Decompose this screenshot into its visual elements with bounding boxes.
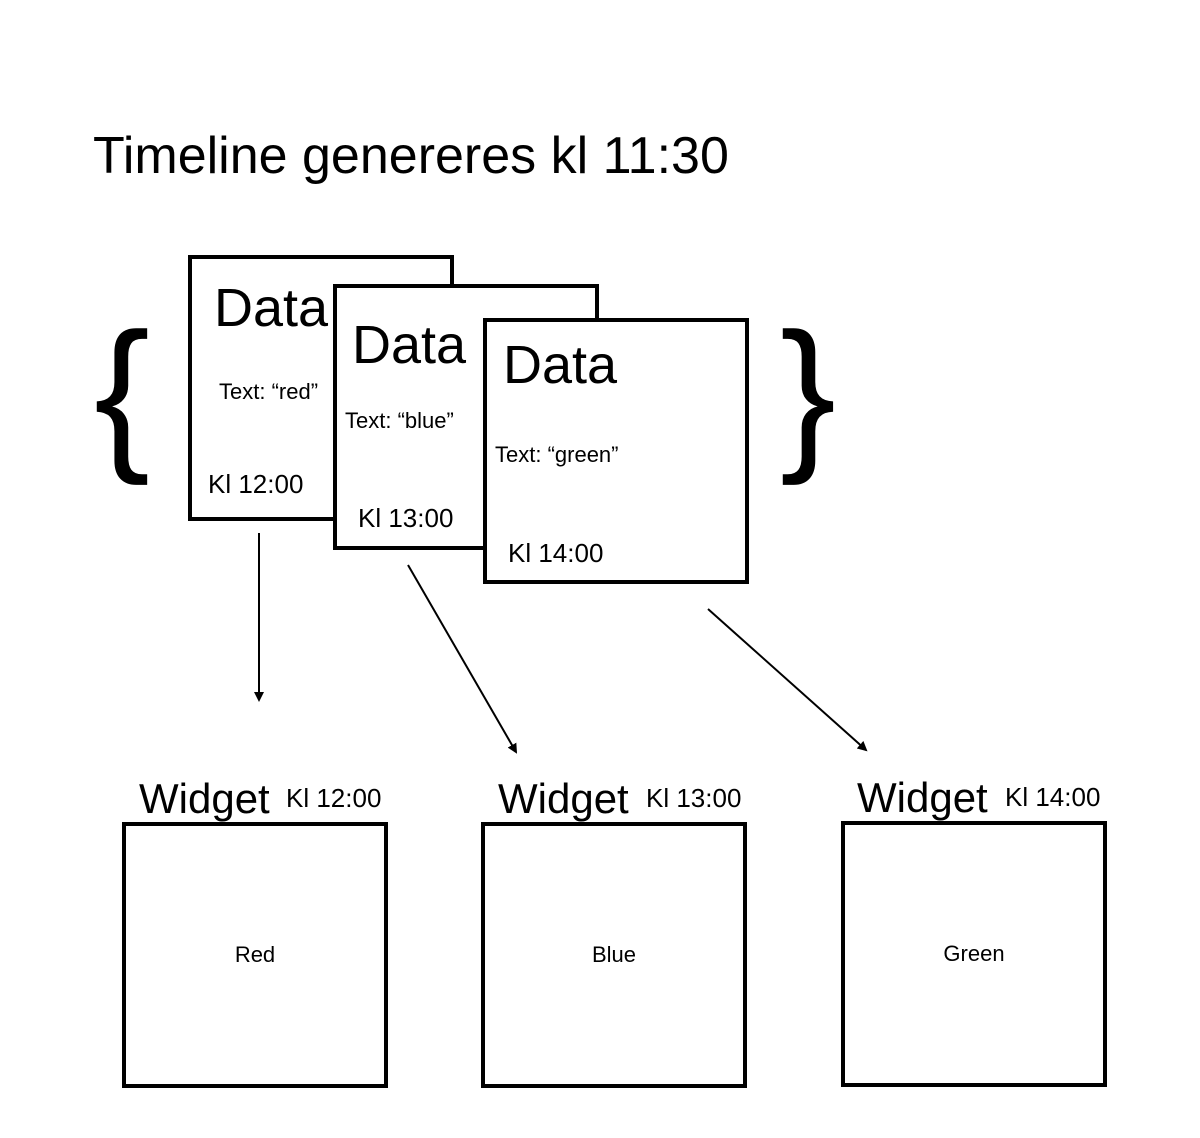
diagram-title: Timeline genereres kl 11:30 — [93, 127, 729, 185]
widget-time-2: Kl 13:00 — [646, 783, 742, 813]
open-brace: { — [94, 298, 151, 486]
widget-box-3: Green — [841, 821, 1107, 1087]
widget-time-1: Kl 12:00 — [286, 783, 382, 813]
data-card-heading: Data — [352, 315, 467, 375]
widget-label-1: Widget — [139, 775, 270, 822]
widget-content: Green — [943, 941, 1005, 966]
close-brace: } — [780, 298, 837, 486]
widget-content: Blue — [591, 942, 637, 967]
arrow-to-widget-2 — [407, 564, 518, 754]
data-card-text: Text: “red” — [219, 379, 319, 404]
data-card-heading: Data — [503, 335, 618, 395]
data-card-text: Text: “green” — [495, 442, 619, 467]
data-card-text: Text: “blue” — [345, 408, 454, 433]
arrow-to-widget-3 — [707, 608, 868, 752]
widget-label-3: Widget — [857, 774, 988, 821]
widget-time-3: Kl 14:00 — [1005, 782, 1101, 812]
widget-box-2: Blue — [481, 822, 747, 1088]
data-card-time: Kl 13:00 — [358, 503, 454, 533]
widget-box-1: Red — [122, 822, 388, 1088]
data-card-time: Kl 12:00 — [208, 469, 304, 499]
widget-content: Red — [234, 942, 276, 967]
data-card-heading: Data — [214, 278, 329, 338]
data-card-time: Kl 14:00 — [508, 538, 604, 568]
widget-label-2: Widget — [498, 775, 629, 822]
data-card-3: Data Text: “green” Kl 14:00 — [483, 318, 749, 584]
